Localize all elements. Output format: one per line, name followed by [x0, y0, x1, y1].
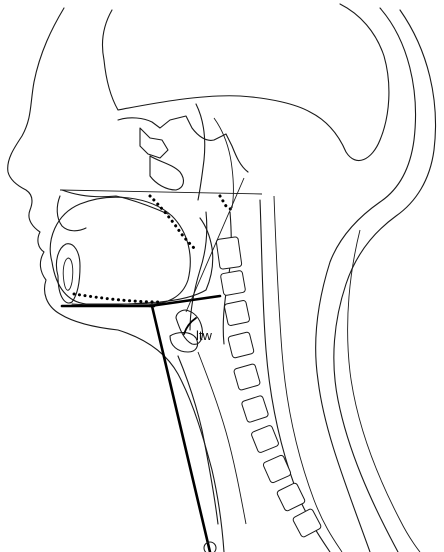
angle-label: ltw	[196, 328, 213, 343]
maxilla-outline	[57, 196, 86, 231]
vertebra-t1	[251, 425, 280, 454]
hard-palate	[62, 190, 168, 214]
pterygoid-lines	[196, 104, 205, 200]
mandible-body	[72, 218, 213, 305]
pterygoid-lines-2	[214, 118, 234, 208]
mandible-symphysis	[56, 244, 80, 303]
sphenoid-structure	[118, 116, 248, 172]
mandible-inner	[63, 258, 73, 290]
vertebra-c3	[220, 270, 245, 295]
nasal-turbinate	[150, 156, 183, 190]
palatal-plane-line	[60, 190, 262, 194]
dotted-line-mandible	[74, 294, 160, 302]
dotted-line-upper	[220, 196, 232, 210]
vertebra-t3	[276, 482, 305, 511]
vertebra-c4	[224, 300, 250, 326]
vertebra-c5	[228, 332, 255, 359]
neck-back-outline	[334, 10, 436, 552]
dotted-line-palate	[150, 196, 196, 250]
neck-back-outline-2	[348, 230, 420, 552]
occiput-outline	[316, 8, 416, 552]
sella-structure	[140, 128, 168, 158]
vertebra-c2	[216, 237, 242, 270]
tongue-outline	[50, 197, 190, 304]
vertebra-t2	[262, 454, 291, 483]
cervical-spine	[216, 237, 322, 538]
skull-outline	[102, 4, 389, 161]
vertebra-c6	[233, 363, 260, 390]
vertebra-c7	[241, 395, 269, 423]
